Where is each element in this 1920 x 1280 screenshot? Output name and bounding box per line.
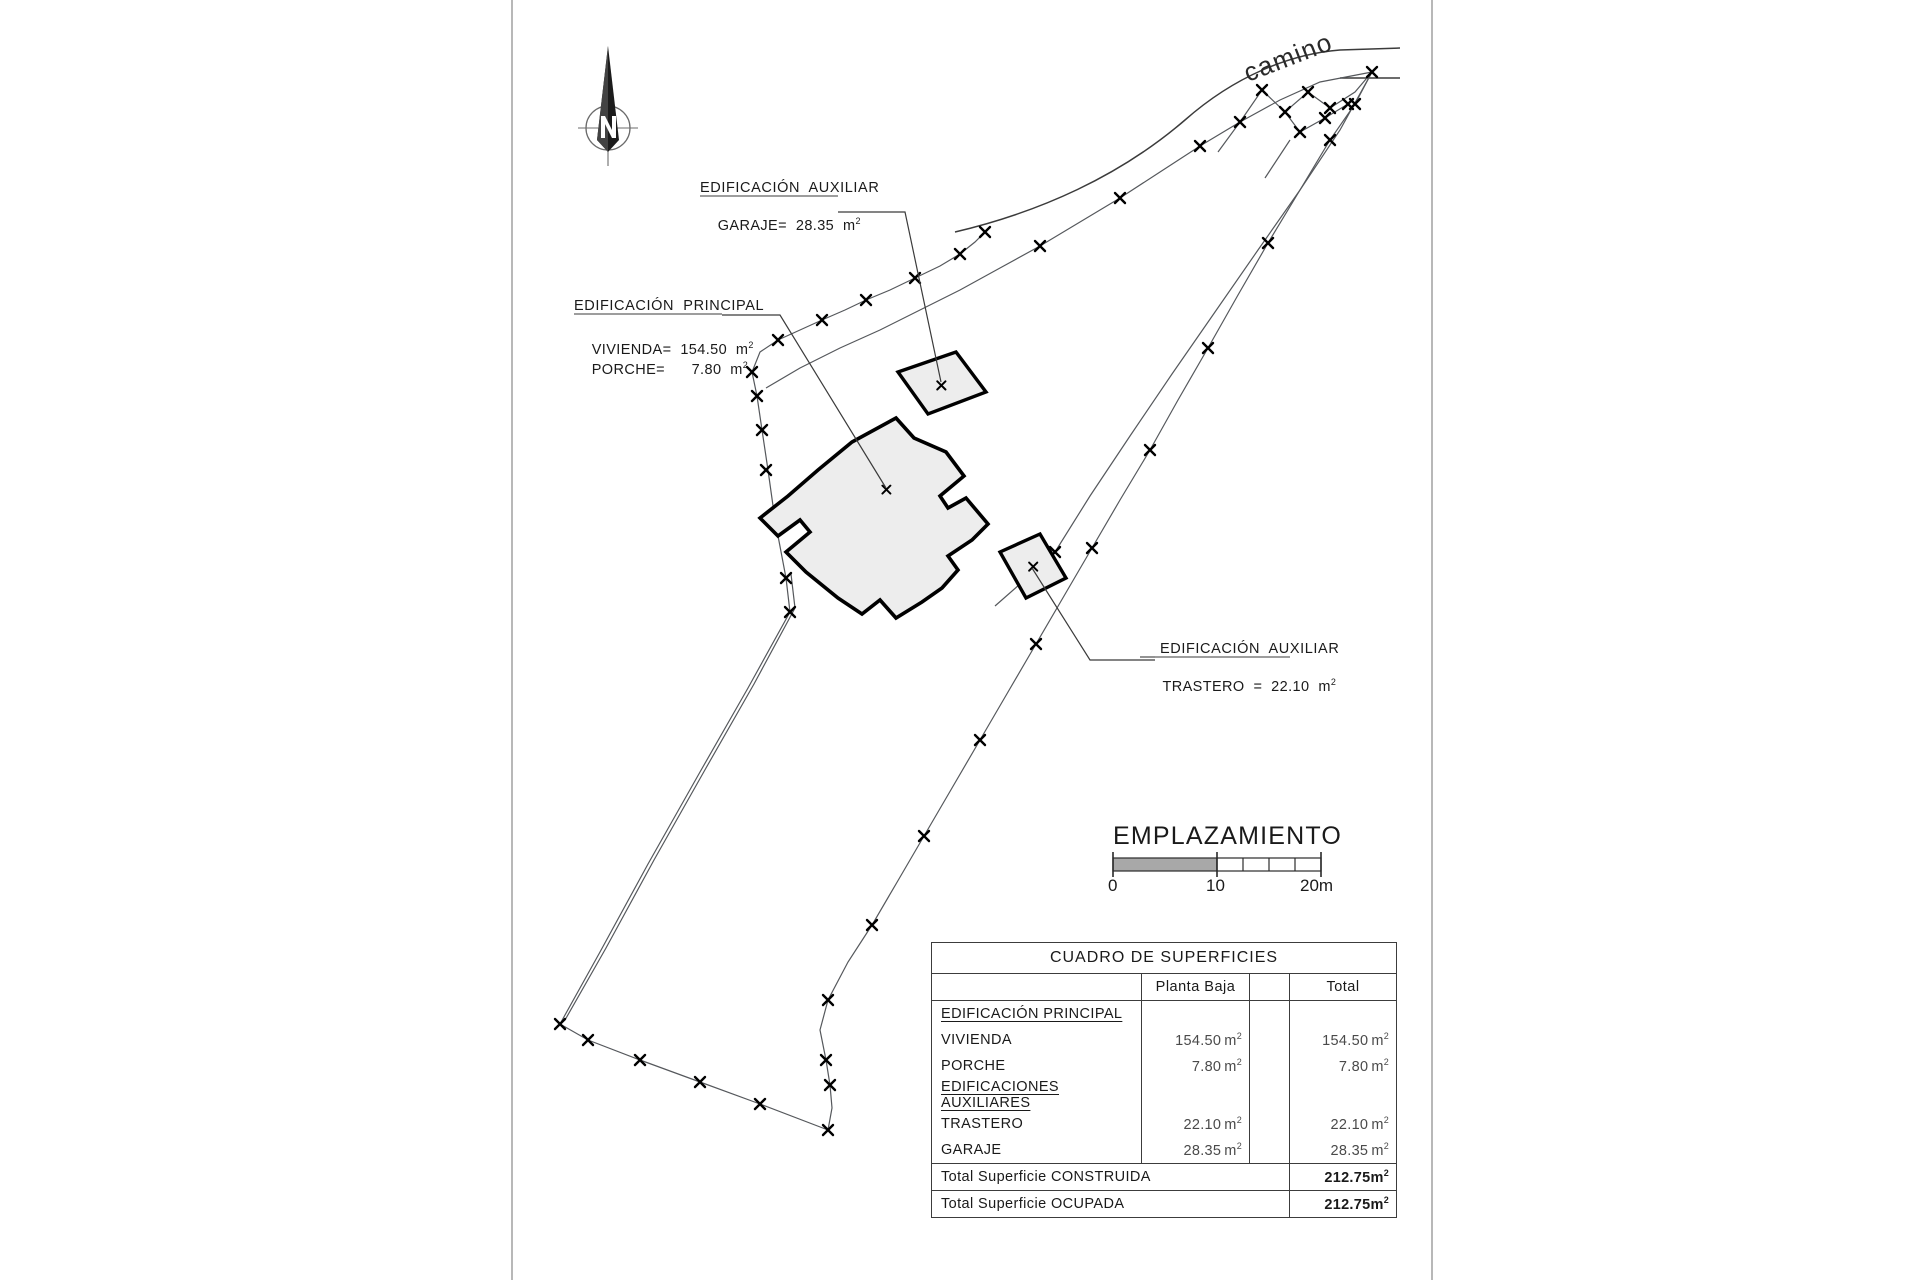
scale-bar bbox=[1112, 852, 1322, 877]
cell-blank bbox=[1141, 1079, 1250, 1111]
road-camino bbox=[954, 47, 1401, 233]
group-heading-auxiliares: EDIFICACIONES AUXILIARES bbox=[941, 1079, 1059, 1111]
callout-principal-heading: EDIFICACIÓN PRINCIPAL bbox=[574, 298, 765, 314]
scale-tick-0: 0 bbox=[1108, 876, 1118, 895]
row-label-garaje: GARAJE bbox=[931, 1137, 1142, 1164]
cell-blank bbox=[1249, 1079, 1290, 1111]
callout-leaders bbox=[722, 211, 1155, 661]
callout-trastero-heading: EDIFICACIÓN AUXILIAR bbox=[1160, 641, 1340, 657]
scale-tick-10: 10 bbox=[1206, 876, 1225, 895]
surface-table: CUADRO DE SUPERFICIES Planta Baja Total … bbox=[930, 942, 1398, 1218]
total-value-ocupada: 212.75m2 bbox=[1288, 1190, 1398, 1218]
cell-blank bbox=[1288, 1000, 1398, 1027]
callout-trastero-line1-text: TRASTERO = 22.10 m bbox=[1162, 678, 1331, 695]
north-arrow-icon bbox=[578, 46, 638, 166]
cell-blank bbox=[1141, 1000, 1250, 1027]
scale-tick-20: 20m bbox=[1300, 876, 1334, 895]
building-garaje bbox=[895, 349, 989, 417]
group-heading-principal: EDIFICACIÓN PRINCIPAL bbox=[941, 1006, 1123, 1022]
total-value-construida: 212.75m2 bbox=[1288, 1163, 1398, 1191]
callout-principal-line1-text: VIVIENDA= 154.50 m bbox=[591, 341, 749, 358]
cell-blank bbox=[1249, 1137, 1290, 1164]
road-label: camino bbox=[1239, 26, 1336, 87]
building-vivienda bbox=[757, 415, 991, 621]
callout-principal-line1: VIVIENDA= 154.50 m2 bbox=[574, 324, 754, 374]
table-title-row: CUADRO DE SUPERFICIES bbox=[930, 942, 1398, 974]
callout-underlines bbox=[574, 195, 1290, 658]
table-total-row: Total Superficie CONSTRUIDA 212.75m2 bbox=[931, 1163, 1398, 1191]
callout-principal-line1-sup: 2 bbox=[748, 340, 754, 350]
callout-garaje-line1-sup: 2 bbox=[855, 216, 861, 226]
callout-garaje-line1-text: GARAJE= 28.35 m bbox=[717, 217, 856, 234]
building-trastero bbox=[997, 531, 1069, 601]
callout-principal-line2-text: PORCHE= 7.80 m bbox=[591, 361, 743, 378]
cell-blank bbox=[1249, 1000, 1290, 1027]
cell-blank bbox=[1249, 1053, 1290, 1079]
page-title: EMPLAZAMIENTO bbox=[1113, 822, 1343, 850]
callout-garaje-heading: EDIFICACIÓN AUXILIAR bbox=[700, 180, 880, 196]
row-label-vivienda: VIVIENDA bbox=[931, 1027, 1142, 1053]
table-row: EDIFICACIONES AUXILIARES bbox=[931, 1079, 1398, 1111]
total-label-construida: Total Superficie CONSTRUIDA bbox=[931, 1163, 1290, 1191]
table-total-row: Total Superficie OCUPADA 212.75m2 bbox=[931, 1190, 1398, 1218]
row-label-trastero: TRASTERO bbox=[931, 1111, 1142, 1137]
table-row: EDIFICACIÓN PRINCIPAL bbox=[931, 1000, 1398, 1027]
table-col-planta-baja: Planta Baja bbox=[1141, 973, 1250, 1001]
cell-blank bbox=[1288, 1079, 1398, 1111]
table-header-row: Planta Baja Total bbox=[931, 973, 1398, 1001]
cell-blank bbox=[1249, 1111, 1290, 1137]
callout-trastero-line1: TRASTERO = 22.10 m2 bbox=[1145, 661, 1336, 711]
table-col-total: Total bbox=[1288, 973, 1398, 1001]
callout-trastero-line1-sup: 2 bbox=[1330, 677, 1337, 687]
table-col-blank bbox=[931, 973, 1142, 1001]
callout-principal-line2-sup: 2 bbox=[742, 360, 749, 370]
callout-principal-line2: PORCHE= 7.80 m2 bbox=[574, 344, 748, 394]
cell-blank bbox=[1249, 1027, 1290, 1053]
row-label-porche: PORCHE bbox=[931, 1053, 1142, 1079]
table-title: CUADRO DE SUPERFICIES bbox=[930, 942, 1398, 974]
table-col-gap bbox=[1249, 973, 1290, 1001]
total-label-ocupada: Total Superficie OCUPADA bbox=[931, 1190, 1290, 1218]
callout-garaje-line1: GARAJE= 28.35 m2 bbox=[700, 200, 861, 250]
